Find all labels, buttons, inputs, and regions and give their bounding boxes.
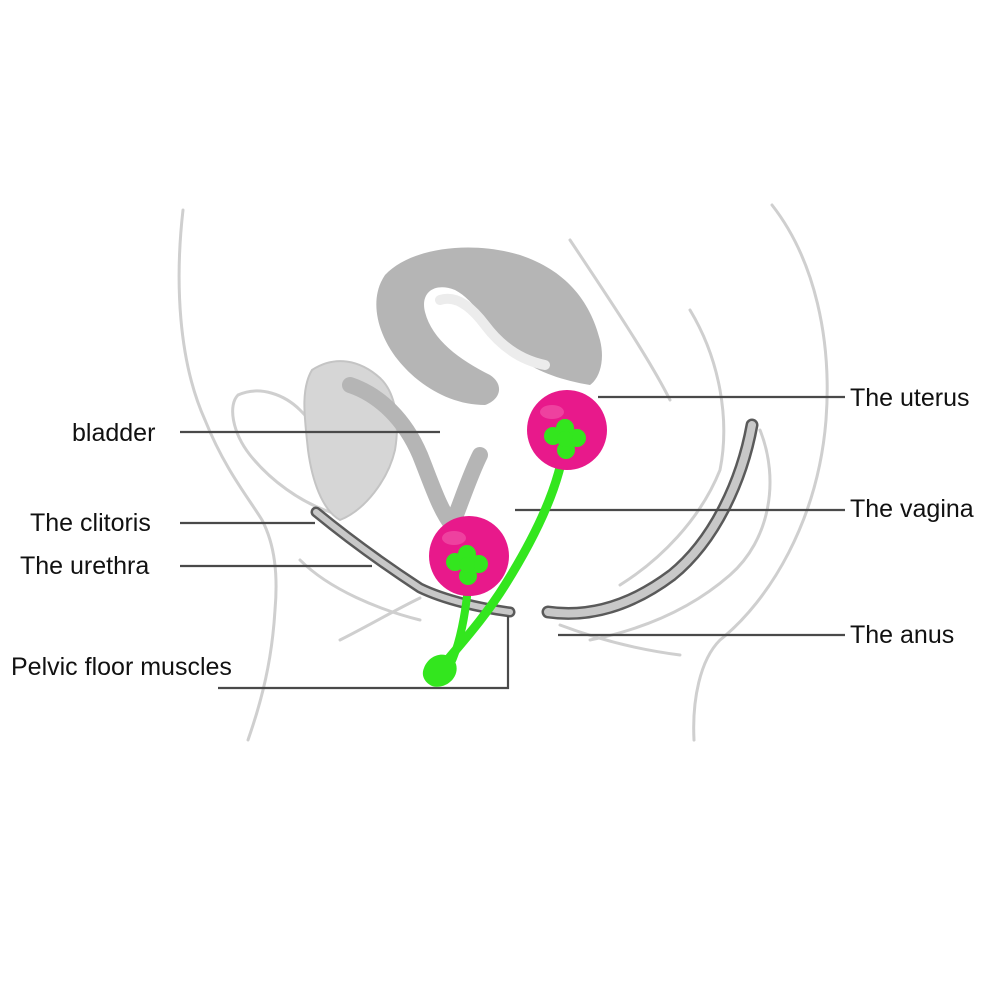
label-uterus: The uterus xyxy=(850,384,970,412)
ball-upper-highlight xyxy=(540,405,564,419)
back-body-contour xyxy=(692,203,829,742)
ball-upper-cap xyxy=(544,419,586,459)
kegel-ball-lower xyxy=(429,516,509,596)
vaginal-canal xyxy=(342,377,488,541)
kegel-ball-upper xyxy=(527,390,607,470)
ball-lower-highlight xyxy=(442,531,466,545)
rectum-wall-fill xyxy=(544,421,756,618)
label-anus: The anus xyxy=(850,621,955,649)
label-vagina: The vagina xyxy=(850,495,974,523)
label-bladder: bladder xyxy=(72,419,156,447)
perineum-line xyxy=(298,558,422,622)
front-body-contour xyxy=(177,208,278,742)
sacrum-outline xyxy=(618,308,726,587)
uterus-cavity xyxy=(435,293,550,370)
pelvic-floor-band-fill xyxy=(313,509,513,615)
lower-contour xyxy=(558,623,682,657)
label-urethra: The urethra xyxy=(20,552,150,580)
pelvic-floor-leader xyxy=(218,616,510,690)
cord-handle-end xyxy=(422,654,457,687)
spine-curve xyxy=(568,238,672,402)
leader-lines xyxy=(180,395,845,690)
ball-lower-cap xyxy=(446,545,488,585)
label-clitoris: The clitoris xyxy=(30,509,151,537)
label-pelvic-floor: Pelvic floor muscles xyxy=(11,653,232,681)
inner-back-contour xyxy=(588,428,772,642)
vulva-outline xyxy=(338,596,422,642)
